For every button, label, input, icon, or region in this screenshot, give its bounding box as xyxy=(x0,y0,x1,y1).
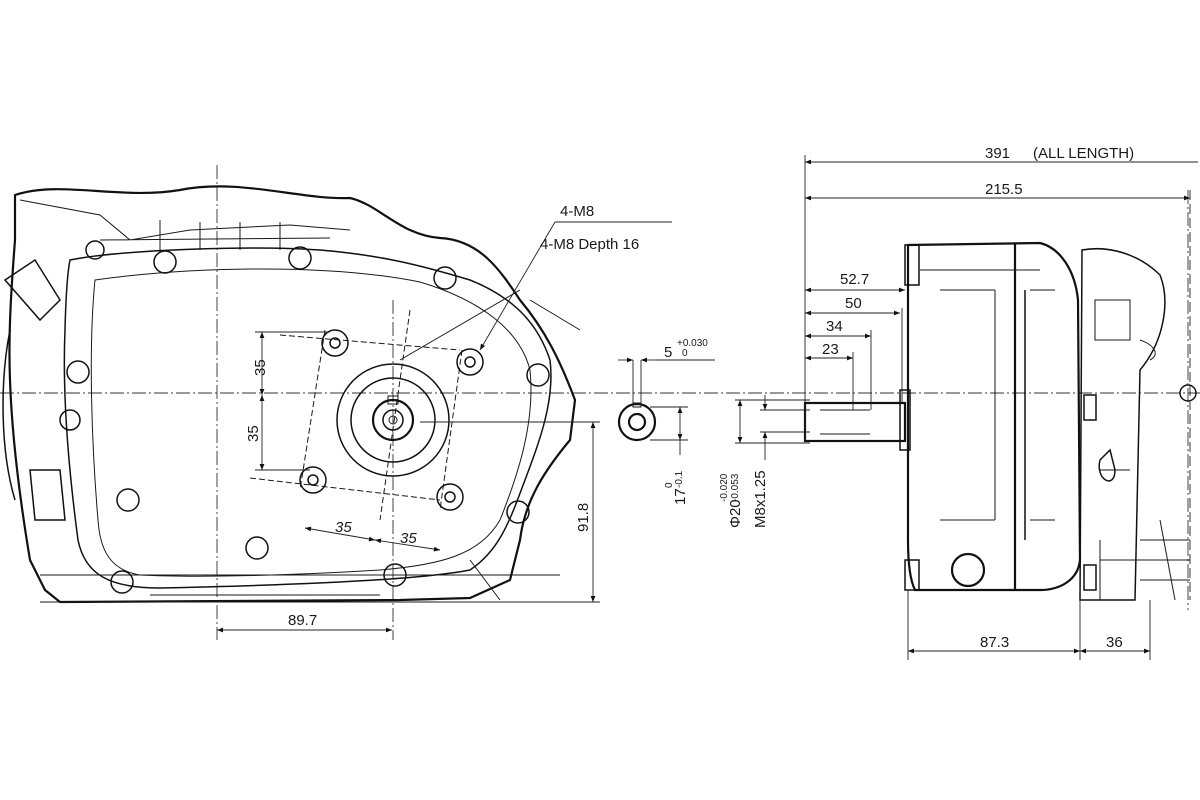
engine-side-view xyxy=(803,241,1197,601)
cover-width-dimension: 36 xyxy=(1106,634,1123,651)
shaft-height-dimension: 91.8 xyxy=(575,503,592,532)
key-depth-dimension: 17 xyxy=(672,488,689,505)
mounting-holes xyxy=(59,240,550,594)
length-215-dimension: 215.5 xyxy=(985,181,1023,198)
key-width-tolerance-lower: 0 xyxy=(682,348,688,359)
shaft-thread-dimension: M8x1.25 xyxy=(752,470,769,528)
bolt-spacing-vertical-lower: 35 xyxy=(245,425,262,442)
length-50-dimension: 50 xyxy=(845,295,862,312)
shaft-diameter-tolerance-upper: -0.020 xyxy=(719,473,730,502)
shaft-offset-dimension: 89.7 xyxy=(288,612,317,629)
all-length-label: (ALL LENGTH) xyxy=(1033,145,1134,162)
shaft-dimensions: Φ20 -0.020 -0.053 M8x1.25 xyxy=(719,395,810,528)
side-view-dimensions: 391 (ALL LENGTH) 215.5 52.7 50 34 23 87.… xyxy=(804,145,1198,660)
thread-depth-callout: 4-M8 Depth 16 xyxy=(540,236,639,253)
shaft-diameter-tolerance-lower: -0.053 xyxy=(730,473,741,502)
length-52-dimension: 52.7 xyxy=(840,271,869,288)
front-view-dimensions: 4-M8 4-M8 Depth 16 35 35 35 35 89.7 91.8 xyxy=(217,203,672,633)
shaft-diameter-dimension: Φ20 xyxy=(727,499,744,528)
key-depth-tolerance-lower: -0.1 xyxy=(674,470,685,488)
length-23-dimension: 23 xyxy=(822,341,839,358)
bolt-spacing-horizontal-left: 35 xyxy=(335,519,352,536)
engine-front-view xyxy=(2,185,581,604)
key-width-tolerance-upper: +0.030 xyxy=(677,338,708,349)
bolt-spacing-horizontal-right: 35 xyxy=(400,530,417,547)
body-width-dimension: 87.3 xyxy=(980,634,1009,651)
bolt-spacing-vertical-upper: 35 xyxy=(252,359,269,376)
length-34-dimension: 34 xyxy=(826,318,843,335)
keyway-detail: 5 +0.030 0 17 0 -0.1 xyxy=(617,338,715,505)
key-depth-tolerance-upper: 0 xyxy=(664,482,675,488)
key-width-dimension: 5 xyxy=(664,344,672,361)
all-length-value: 391 xyxy=(985,145,1010,162)
centerlines xyxy=(0,165,1200,640)
thread-callout: 4-M8 xyxy=(560,203,594,220)
